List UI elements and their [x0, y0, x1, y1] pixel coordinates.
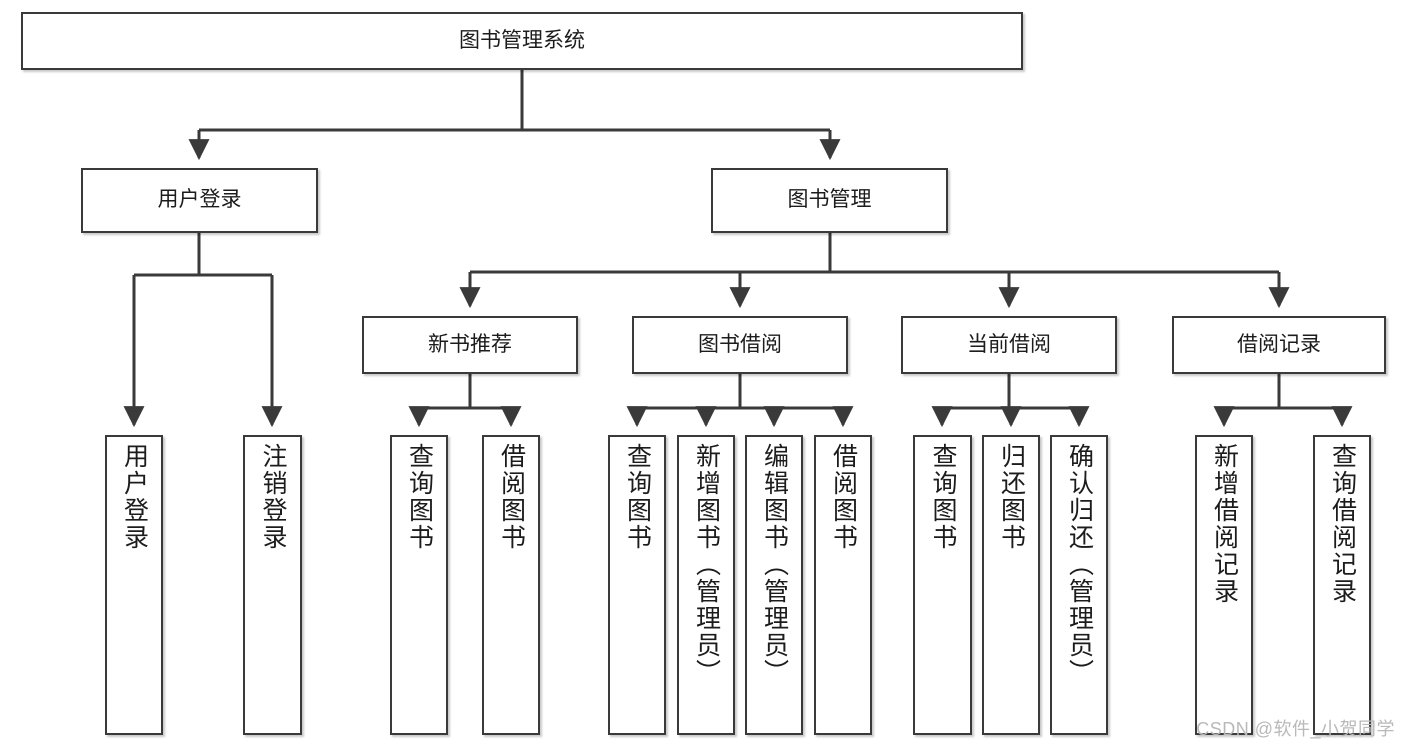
- node-new-book-rec[interactable]: 新书推荐: [362, 316, 578, 374]
- node-book-manage-label: 图书管理: [787, 188, 872, 212]
- node-leaf-return-book[interactable]: 归还图书: [982, 435, 1040, 735]
- node-user-login[interactable]: 用户登录: [81, 168, 318, 233]
- node-leaf-add-record-label: 新增借阅记录: [1210, 443, 1239, 605]
- node-current-borrow[interactable]: 当前借阅: [901, 316, 1117, 374]
- node-new-book-rec-label: 新书推荐: [428, 332, 512, 356]
- node-leaf-add-book[interactable]: 新增图书（管理员）: [677, 435, 735, 735]
- node-root[interactable]: 图书管理系统: [21, 12, 1023, 70]
- node-current-borrow-label: 当前借阅: [967, 332, 1051, 356]
- node-leaf-query-book-rec-label: 查询图书: [405, 443, 434, 551]
- node-leaf-query-book-cur-label: 查询图书: [929, 443, 957, 551]
- node-leaf-add-record[interactable]: 新增借阅记录: [1195, 435, 1253, 735]
- node-leaf-return-book-label: 归还图书: [997, 443, 1026, 551]
- node-leaf-logout[interactable]: 注销登录: [243, 435, 302, 735]
- node-leaf-edit-book-label: 编辑图书（管理员）: [760, 443, 789, 686]
- csdn-watermark: CSDN @软件_小贺同学: [1196, 719, 1395, 739]
- node-leaf-query-book-label: 查询图书: [623, 443, 652, 551]
- node-leaf-confirm-return-label: 确认归还（管理员）: [1065, 443, 1094, 686]
- node-leaf-edit-book[interactable]: 编辑图书（管理员）: [745, 435, 803, 735]
- node-leaf-borrow-book-label: 借阅图书: [829, 443, 858, 551]
- node-leaf-query-book-cur[interactable]: 查询图书: [913, 435, 972, 735]
- node-leaf-borrow-book[interactable]: 借阅图书: [814, 435, 872, 735]
- node-borrow-record[interactable]: 借阅记录: [1172, 316, 1386, 374]
- node-leaf-add-book-label: 新增图书（管理员）: [692, 443, 721, 686]
- node-book-borrow[interactable]: 图书借阅: [632, 316, 848, 374]
- node-borrow-record-label: 借阅记录: [1237, 332, 1321, 356]
- node-book-manage[interactable]: 图书管理: [711, 168, 948, 233]
- node-leaf-borrow-book-rec[interactable]: 借阅图书: [482, 435, 540, 735]
- node-leaf-query-record[interactable]: 查询借阅记录: [1313, 435, 1371, 735]
- node-user-login-label: 用户登录: [157, 188, 242, 212]
- node-leaf-query-book[interactable]: 查询图书: [608, 435, 666, 735]
- node-leaf-borrow-book-rec-label: 借阅图书: [497, 443, 526, 551]
- node-leaf-query-book-rec[interactable]: 查询图书: [390, 435, 448, 735]
- node-leaf-user-login[interactable]: 用户登录: [105, 435, 163, 735]
- node-leaf-logout-label: 注销登录: [259, 443, 287, 551]
- node-root-label: 图书管理系统: [459, 28, 585, 52]
- node-leaf-confirm-return[interactable]: 确认归还（管理员）: [1050, 435, 1108, 735]
- node-leaf-user-login-label: 用户登录: [120, 443, 149, 551]
- node-leaf-query-record-label: 查询借阅记录: [1328, 443, 1357, 605]
- node-book-borrow-label: 图书借阅: [698, 332, 782, 356]
